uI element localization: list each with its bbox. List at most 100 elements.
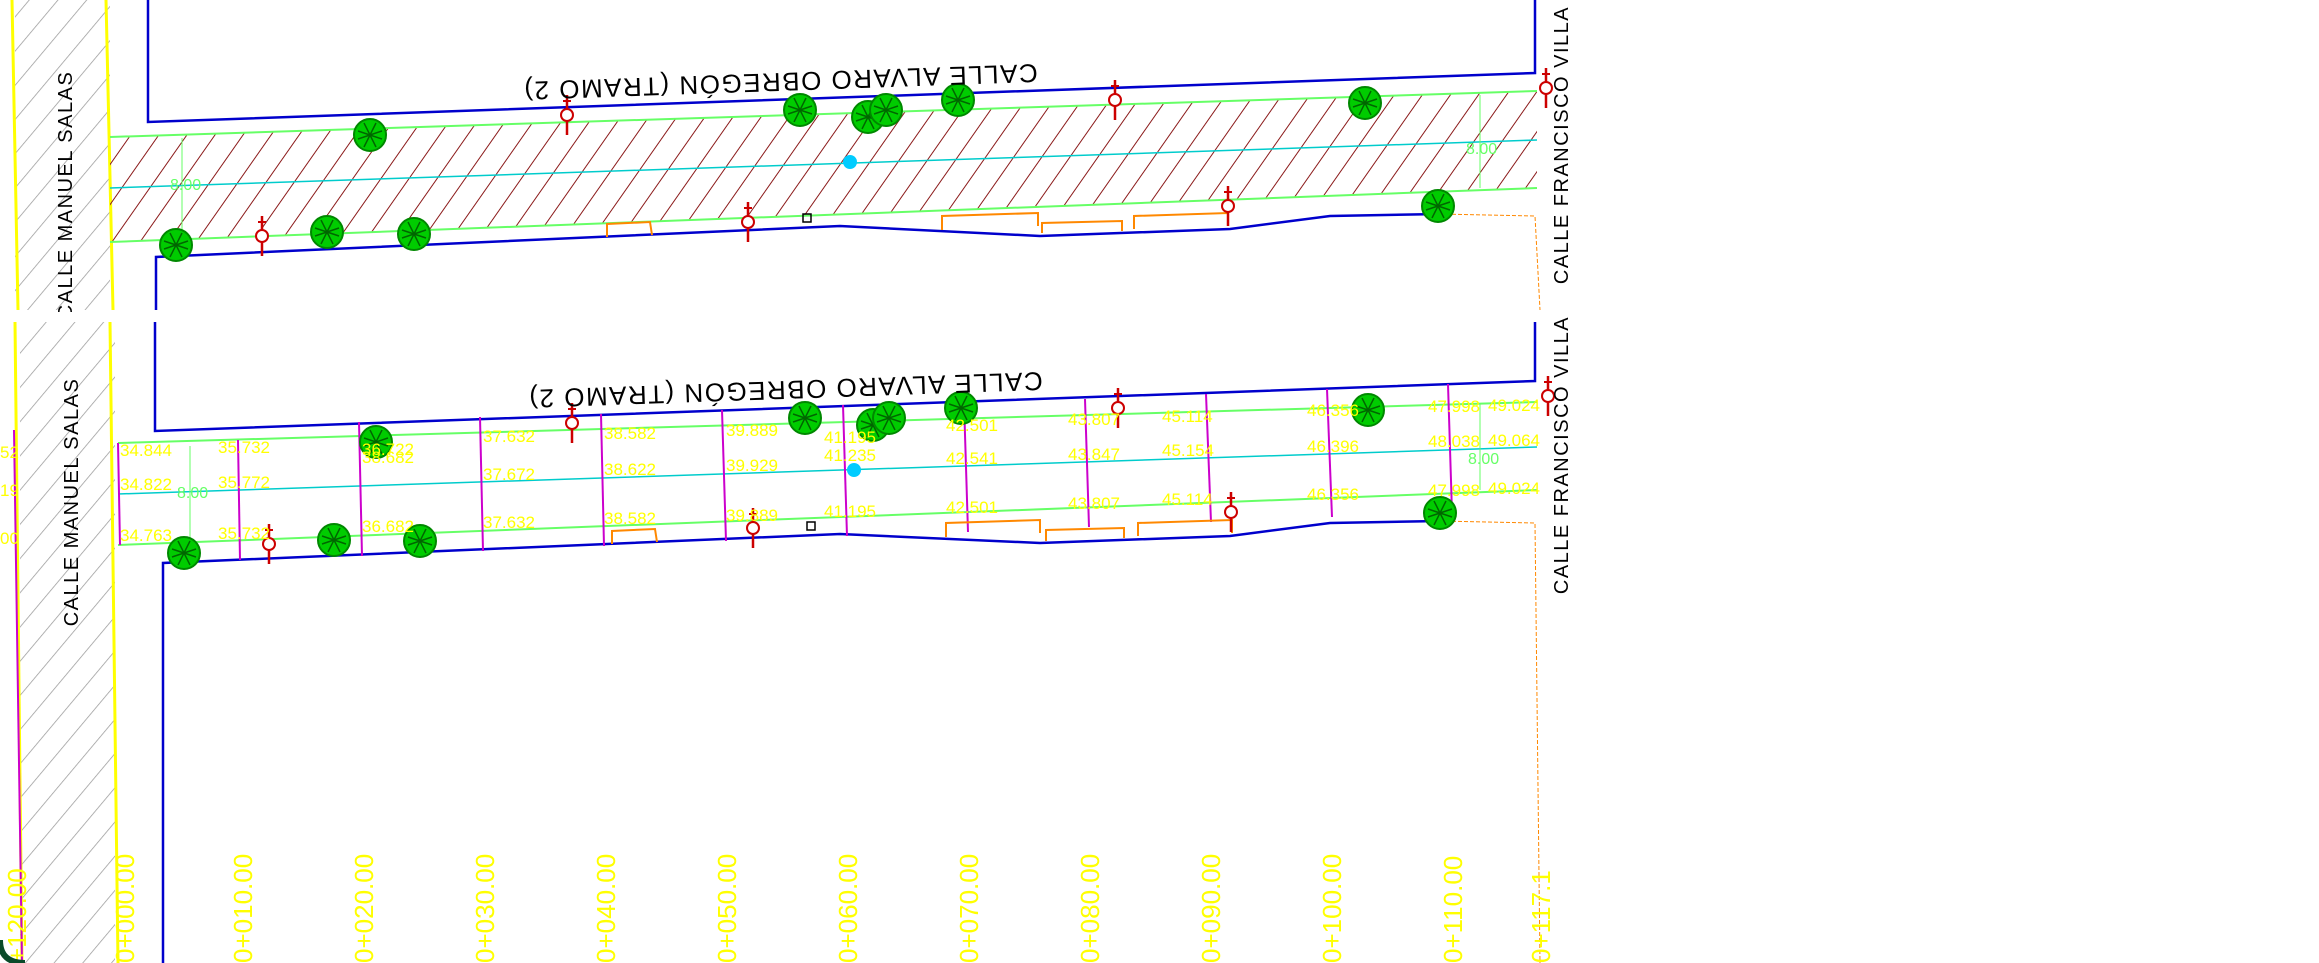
elevation-label: 41.195 <box>824 428 876 447</box>
station-line <box>13 429 23 963</box>
cross-street-left-label: CALLE MANUEL SALAS <box>55 71 77 320</box>
south-curb <box>117 489 1538 546</box>
elevation-label: 38.682 <box>362 448 414 467</box>
station-label: 0+110.00 <box>1438 856 1468 963</box>
driveway <box>941 211 1039 230</box>
tree-icon <box>1348 86 1382 120</box>
elevation-label: 37.632 <box>483 513 535 532</box>
elevations-centerline: 34.822 35.772 36.722 37.672 38.622 39.929 41.2… <box>120 431 1540 494</box>
elevation-label: 36.682 <box>362 517 414 536</box>
elevation-label: 35.732 <box>218 524 270 543</box>
yellow-boundary-line <box>10 0 20 311</box>
centerline <box>117 446 1538 495</box>
width-label: 8.00 <box>177 485 208 502</box>
elevation-label: 48.038 <box>1428 432 1480 451</box>
north-property-line <box>146 0 1537 124</box>
elevation-label: 35.772 <box>218 473 270 492</box>
cross-street-right-label: CALLE FRANCISCO VILLA <box>1551 316 1573 594</box>
tree-icon <box>872 401 906 435</box>
tree-icon <box>397 217 431 251</box>
elevation-label: 34.844 <box>120 441 172 460</box>
manhole-icon <box>843 155 857 169</box>
elevation-label: 43.847 <box>1068 445 1120 464</box>
elevation-label: 49.064 <box>1488 431 1540 450</box>
elevation-label: 46.356 <box>1307 485 1359 504</box>
elevation-fragment: 19 <box>0 481 19 500</box>
elevation-label: 39.889 <box>726 506 778 525</box>
station-label: 0+100.00 <box>1317 854 1347 963</box>
yellow-boundary-line <box>104 0 115 311</box>
driveway <box>1045 526 1125 541</box>
south-property-line <box>154 212 1441 310</box>
tree-icon <box>317 523 351 557</box>
elevation-label: 34.822 <box>120 475 172 494</box>
station-label: 0+080.00 <box>1075 854 1105 963</box>
station-label: 0+117.1 <box>1526 870 1556 963</box>
driveway <box>1041 219 1123 233</box>
elevation-label: 39.929 <box>726 456 778 475</box>
north-curb <box>109 90 1538 138</box>
driveway <box>1137 518 1233 536</box>
width-label: 8.00 <box>170 177 201 194</box>
south-curb <box>109 187 1538 243</box>
driveway <box>945 518 1041 537</box>
elevation-label: 45.114 <box>1162 407 1213 426</box>
valve-box-icon <box>806 521 816 531</box>
dashed-boundary <box>1439 520 1541 963</box>
tree-icon <box>1423 496 1457 530</box>
elevation-label: 47.998 <box>1428 397 1480 416</box>
elevation-label: 37.632 <box>483 427 535 446</box>
cross-street-hatch <box>15 0 110 310</box>
dashed-boundary <box>1439 213 1541 311</box>
elevation-label: 38.622 <box>604 460 656 479</box>
cross-street-hatch <box>20 322 115 963</box>
station-label: 0+030.00 <box>470 854 500 963</box>
elevation-label: 34.763 <box>120 526 172 545</box>
elevation-label: 45.154 <box>1162 441 1214 460</box>
driveway <box>611 527 658 544</box>
tree-icon <box>1421 189 1455 223</box>
utility-pole-icon <box>1223 490 1239 534</box>
station-label: +120.00 <box>2 868 32 963</box>
station-label: 0+040.00 <box>591 854 621 963</box>
elevation-label: 43.807 <box>1068 410 1120 429</box>
lower-plan: CALLE ALVARO OBREGÓN (TRAMO 2) CALLE MAN… <box>0 316 1573 963</box>
tree-icon <box>783 93 817 127</box>
centerline <box>109 139 1538 189</box>
tree-icon <box>310 215 344 249</box>
width-label: 8.00 <box>1466 141 1497 158</box>
elevation-label: 47.998 <box>1428 481 1480 500</box>
elevation-label: 39.889 <box>726 421 778 440</box>
elevation-fragment: 00 <box>0 529 19 548</box>
elevation-label: 41.235 <box>824 446 876 465</box>
elevation-label: 42.541 <box>946 449 998 468</box>
station-label: 0+010.00 <box>228 854 258 963</box>
elevation-label: 38.582 <box>604 509 656 528</box>
station-label: 0+020.00 <box>349 854 379 963</box>
elevation-label: 43.807 <box>1068 494 1120 513</box>
yellow-boundary-line <box>108 321 120 963</box>
elevation-label: 45.114 <box>1162 490 1213 509</box>
station-label: 0+060.00 <box>833 854 863 963</box>
north-property-line <box>153 322 1537 433</box>
cross-street-left-label: CALLE MANUEL SALAS <box>61 378 83 627</box>
elevation-label: 42.501 <box>946 416 998 435</box>
elevation-label: 46.356 <box>1307 401 1359 420</box>
tree-icon <box>869 93 903 127</box>
elevation-label: 36.722 <box>362 440 414 459</box>
width-label: 8.00 <box>1468 451 1499 468</box>
north-curb <box>117 401 1538 444</box>
elevation-label: 35.732 <box>218 438 270 457</box>
station-label: 0+090.00 <box>1196 854 1226 963</box>
tree-icon <box>167 536 201 570</box>
elevation-label: 37.672 <box>483 465 535 484</box>
driveway <box>1133 211 1229 229</box>
upper-plan: CALLE ALVARO OBREGÓN (TRAMO 2) CALLE MAN… <box>10 0 1573 320</box>
driveway <box>606 220 653 237</box>
elevation-label: 49.024 <box>1488 479 1540 498</box>
